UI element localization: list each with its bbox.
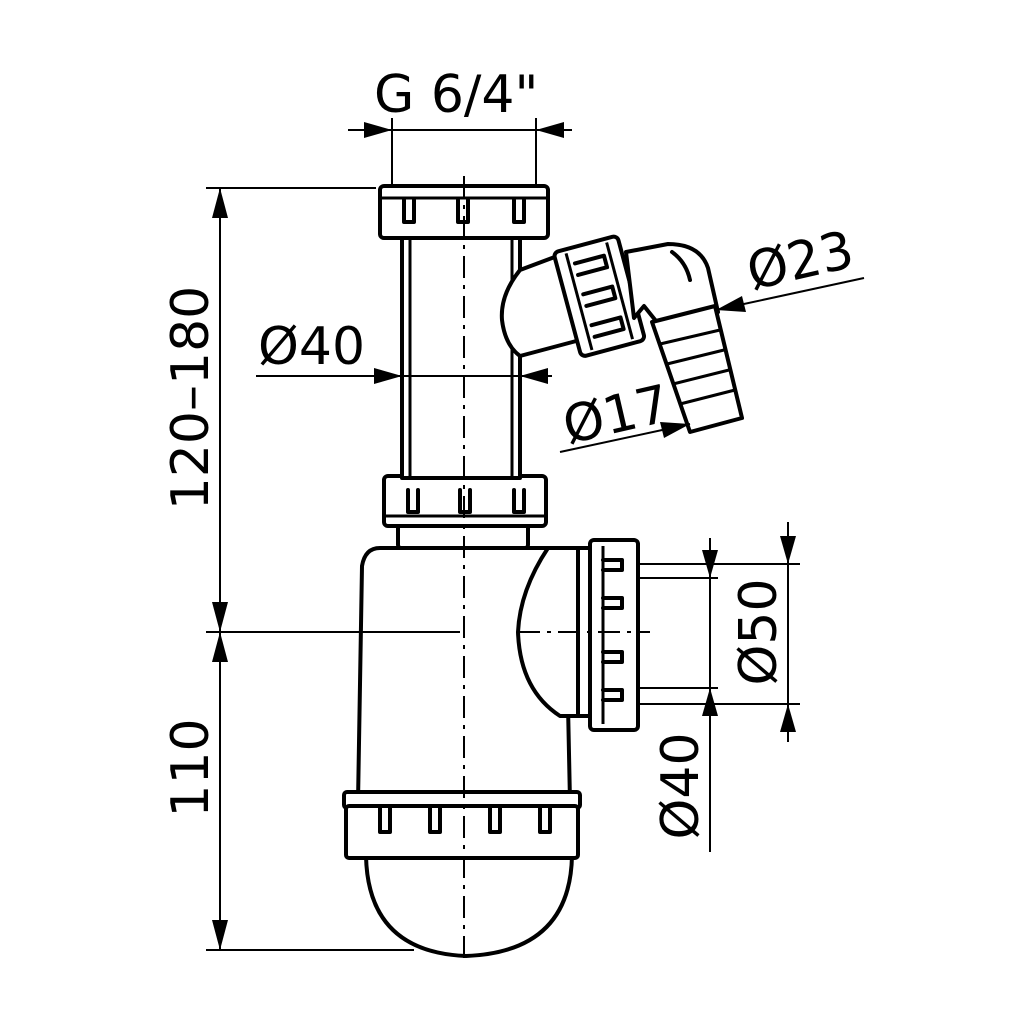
hose-connector <box>499 234 744 434</box>
thread-label: G 6/4" <box>374 65 538 125</box>
outlet-dimensions <box>640 522 800 852</box>
pipe-diameter-dimension <box>256 368 552 384</box>
bottom-cap <box>364 854 574 958</box>
height-adjustable-label: 120–180 <box>161 286 221 511</box>
hose-outer-dimension <box>715 277 865 312</box>
pipe-diameter-label: Ø40 <box>258 317 365 377</box>
hose-inner-label: Ø17 <box>557 374 675 457</box>
hose-outer-label: Ø23 <box>741 220 859 303</box>
outlet-nut <box>588 538 640 732</box>
bottom-nut <box>342 790 582 860</box>
vertical-pipe <box>400 234 522 480</box>
height-dimensions <box>206 187 460 951</box>
outlet-outer-label: Ø50 <box>729 578 789 685</box>
hose-inner-dimension <box>559 422 691 453</box>
height-bottom-label: 110 <box>161 718 221 817</box>
outlet-inner-label: Ø40 <box>651 732 711 839</box>
thread-dimension <box>348 118 572 188</box>
outlet-neck <box>516 546 587 718</box>
